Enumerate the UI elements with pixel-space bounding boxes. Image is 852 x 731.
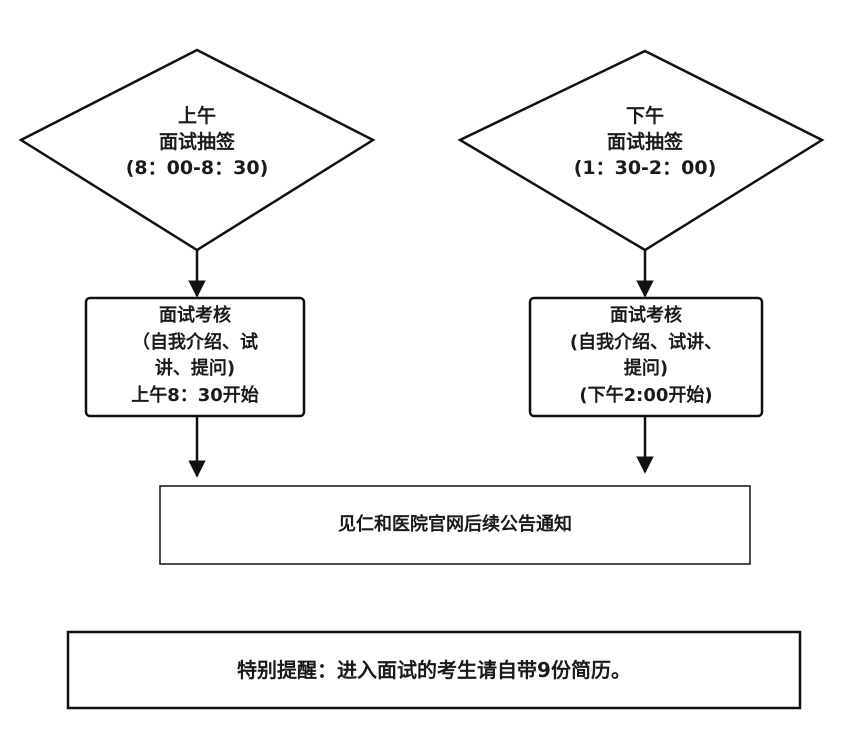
result-notice-label: 见仁和医院官网后续公告通知 — [160, 512, 750, 538]
afternoon-draw-time: (1：30-2：00) — [573, 157, 717, 179]
reminder-box — [66, 630, 802, 710]
morning-draw-title: 上午 — [177, 105, 216, 127]
reminder-text: 特别提醒：进入面试的考生请自带9份简历。 — [237, 658, 631, 682]
morning-interview-title: 面试考核 — [159, 305, 231, 326]
morning-interview-detail-1: （自我介绍、试 — [132, 331, 258, 353]
morning-draw-subtitle: 面试抽签 — [158, 131, 235, 153]
afternoon-interview-label: 面试考核 (自我介绍、试讲、 提问) (下午2:00开始) — [532, 303, 760, 409]
afternoon-draw-label: 下午 面试抽签 (1：30-2：00) — [545, 103, 745, 181]
afternoon-draw-title: 下午 — [625, 105, 664, 127]
morning-interview-label: 面试考核 （自我介绍、试 讲、提问) 上午8：30开始 — [88, 303, 302, 409]
result-notice-text: 见仁和医院官网后续公告通知 — [338, 514, 572, 535]
afternoon-interview-detail-1: (自我介绍、试讲、 — [569, 331, 723, 353]
afternoon-interview-detail-2: 提问) — [623, 358, 669, 379]
afternoon-interview-start: (下午2:00开始) — [579, 384, 713, 406]
afternoon-interview-title: 面试考核 — [610, 305, 682, 326]
reminder-label: 特别提醒：进入面试的考生请自带9份简历。 — [68, 656, 800, 684]
result-notice-box — [159, 485, 751, 565]
morning-interview-detail-2: 讲、提问) — [154, 358, 236, 379]
morning-draw-label: 上午 面试抽签 (8：00-8：30) — [97, 103, 297, 181]
morning-interview-start: 上午8：30开始 — [131, 384, 259, 406]
morning-draw-time: (8：00-8：30) — [125, 157, 269, 179]
afternoon-draw-subtitle: 面试抽签 — [606, 131, 683, 153]
morning-interview-box — [84, 296, 306, 418]
